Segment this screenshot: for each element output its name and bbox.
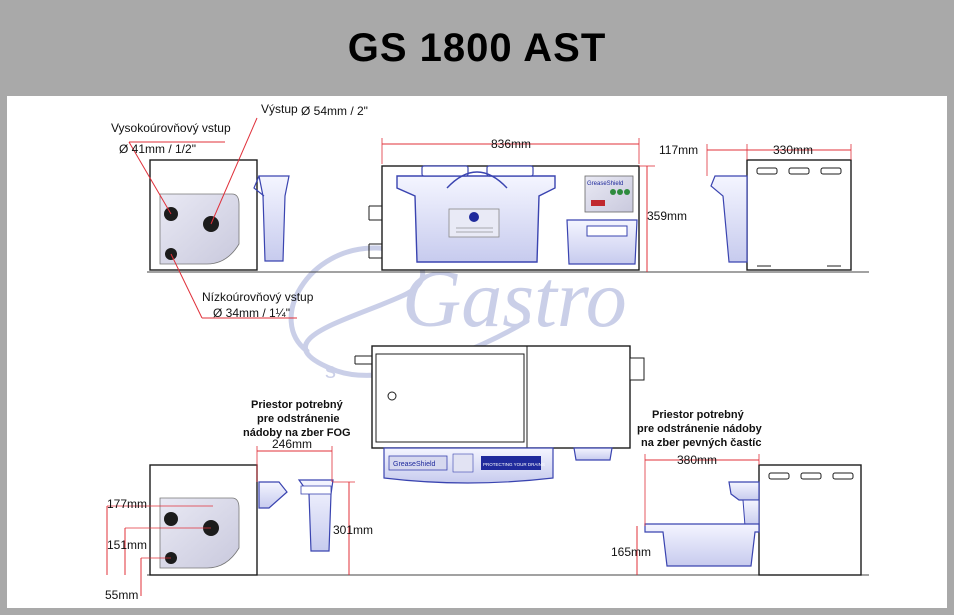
front-strip-brand: GreaseShield: [393, 461, 436, 468]
dim-width-label: 330mm: [773, 143, 813, 157]
dim-height-label: 359mm: [647, 209, 687, 223]
technical-drawing: Gastro s e r v i s: [105, 102, 869, 602]
page-title: GS 1800 AST: [347, 25, 607, 70]
leader-low-inlet: [170, 253, 203, 319]
side-view-top: [128, 117, 297, 319]
dim-fog-clearance-label: 246mm: [272, 437, 312, 451]
dim-length-label: 836mm: [491, 137, 531, 151]
outlet-size: Ø 54mm / 2": [301, 104, 368, 118]
solids-basket-removed: [644, 523, 760, 567]
leader-high-inlet: [128, 141, 172, 215]
solid-space-line-3: na zber pevných častíc: [641, 437, 761, 449]
solids-removal-view: [636, 454, 862, 576]
fog-space-line-1: Priestor potrebný: [251, 399, 344, 411]
fog-container-right: [710, 175, 748, 263]
dim-fog-height-label: 301mm: [333, 523, 373, 537]
leader-outlet: [210, 117, 258, 225]
top-view: GreaseShield PROTECTING YOUR DRAINS: [354, 345, 645, 484]
fog-removal-view: [106, 446, 355, 596]
solid-space-line-1: Priestor potrebný: [652, 409, 745, 421]
side-view-right: [706, 144, 852, 271]
fog-container-side: [258, 175, 290, 262]
fog-space-line-2: pre odstránenie: [257, 413, 340, 425]
dim-solid-height-label: 165mm: [611, 545, 651, 559]
indicator-light-2: [617, 189, 623, 195]
indicator-light-3: [624, 189, 630, 195]
dim-outlet-label: 151mm: [107, 538, 147, 552]
dim-high-inlet-label: 177mm: [107, 497, 147, 511]
front-strip-slogan: PROTECTING YOUR DRAINS: [483, 462, 545, 467]
low-inlet-size: Ø 34mm / 1¼": [213, 306, 290, 320]
high-inlet-size: Ø 41mm / 1/2": [119, 142, 196, 156]
dim-basket-label: 117mm: [659, 143, 698, 157]
dim-solid-clearance-label: 380mm: [677, 453, 717, 467]
low-inlet-label: Nízkoúrovňový vstup: [202, 290, 314, 304]
high-inlet-label: Vysokoúrovňový vstup: [111, 121, 231, 135]
front-view: GreaseShield: [368, 138, 655, 272]
side-panel: [159, 193, 240, 265]
indicator-light-1: [610, 189, 616, 195]
fog-space-line-3: nádoby na zber FOG: [243, 427, 351, 439]
outlet-label: Výstup: [261, 102, 298, 116]
dim-low-inlet-label: 55mm: [105, 588, 138, 602]
control-panel-brand: GreaseShield: [587, 181, 623, 187]
solid-space-line-2: pre odstránenie nádoby: [637, 423, 763, 435]
drawing-sheet: Gastro s e r v i s: [7, 96, 947, 608]
